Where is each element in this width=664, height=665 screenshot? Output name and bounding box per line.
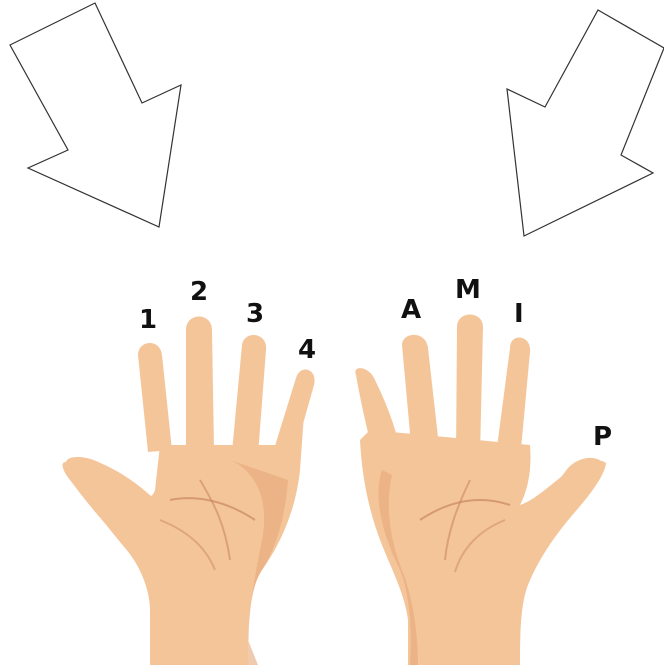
- left-hand: [63, 317, 315, 665]
- left-finger-index: [138, 343, 172, 452]
- left-finger-ring: [232, 335, 266, 455]
- left-label-little: 4: [298, 335, 316, 365]
- left-label-middle: 2: [190, 277, 208, 307]
- left-label-index: 1: [139, 305, 157, 335]
- right-label-index: A: [401, 295, 421, 325]
- right-finger-middle: [456, 315, 483, 456]
- left-finger-middle: [186, 317, 214, 451]
- right-hand: [355, 315, 606, 665]
- left-arrow-icon: [10, 3, 181, 227]
- left-finger-little: [270, 370, 315, 470]
- right-label-ring: I: [514, 299, 524, 329]
- right-label-middle: M: [455, 275, 481, 305]
- right-label-pinky: P: [593, 422, 612, 452]
- left-label-ring: 3: [246, 299, 264, 329]
- right-finger-ring: [496, 337, 530, 460]
- right-arrow-icon: [507, 10, 664, 236]
